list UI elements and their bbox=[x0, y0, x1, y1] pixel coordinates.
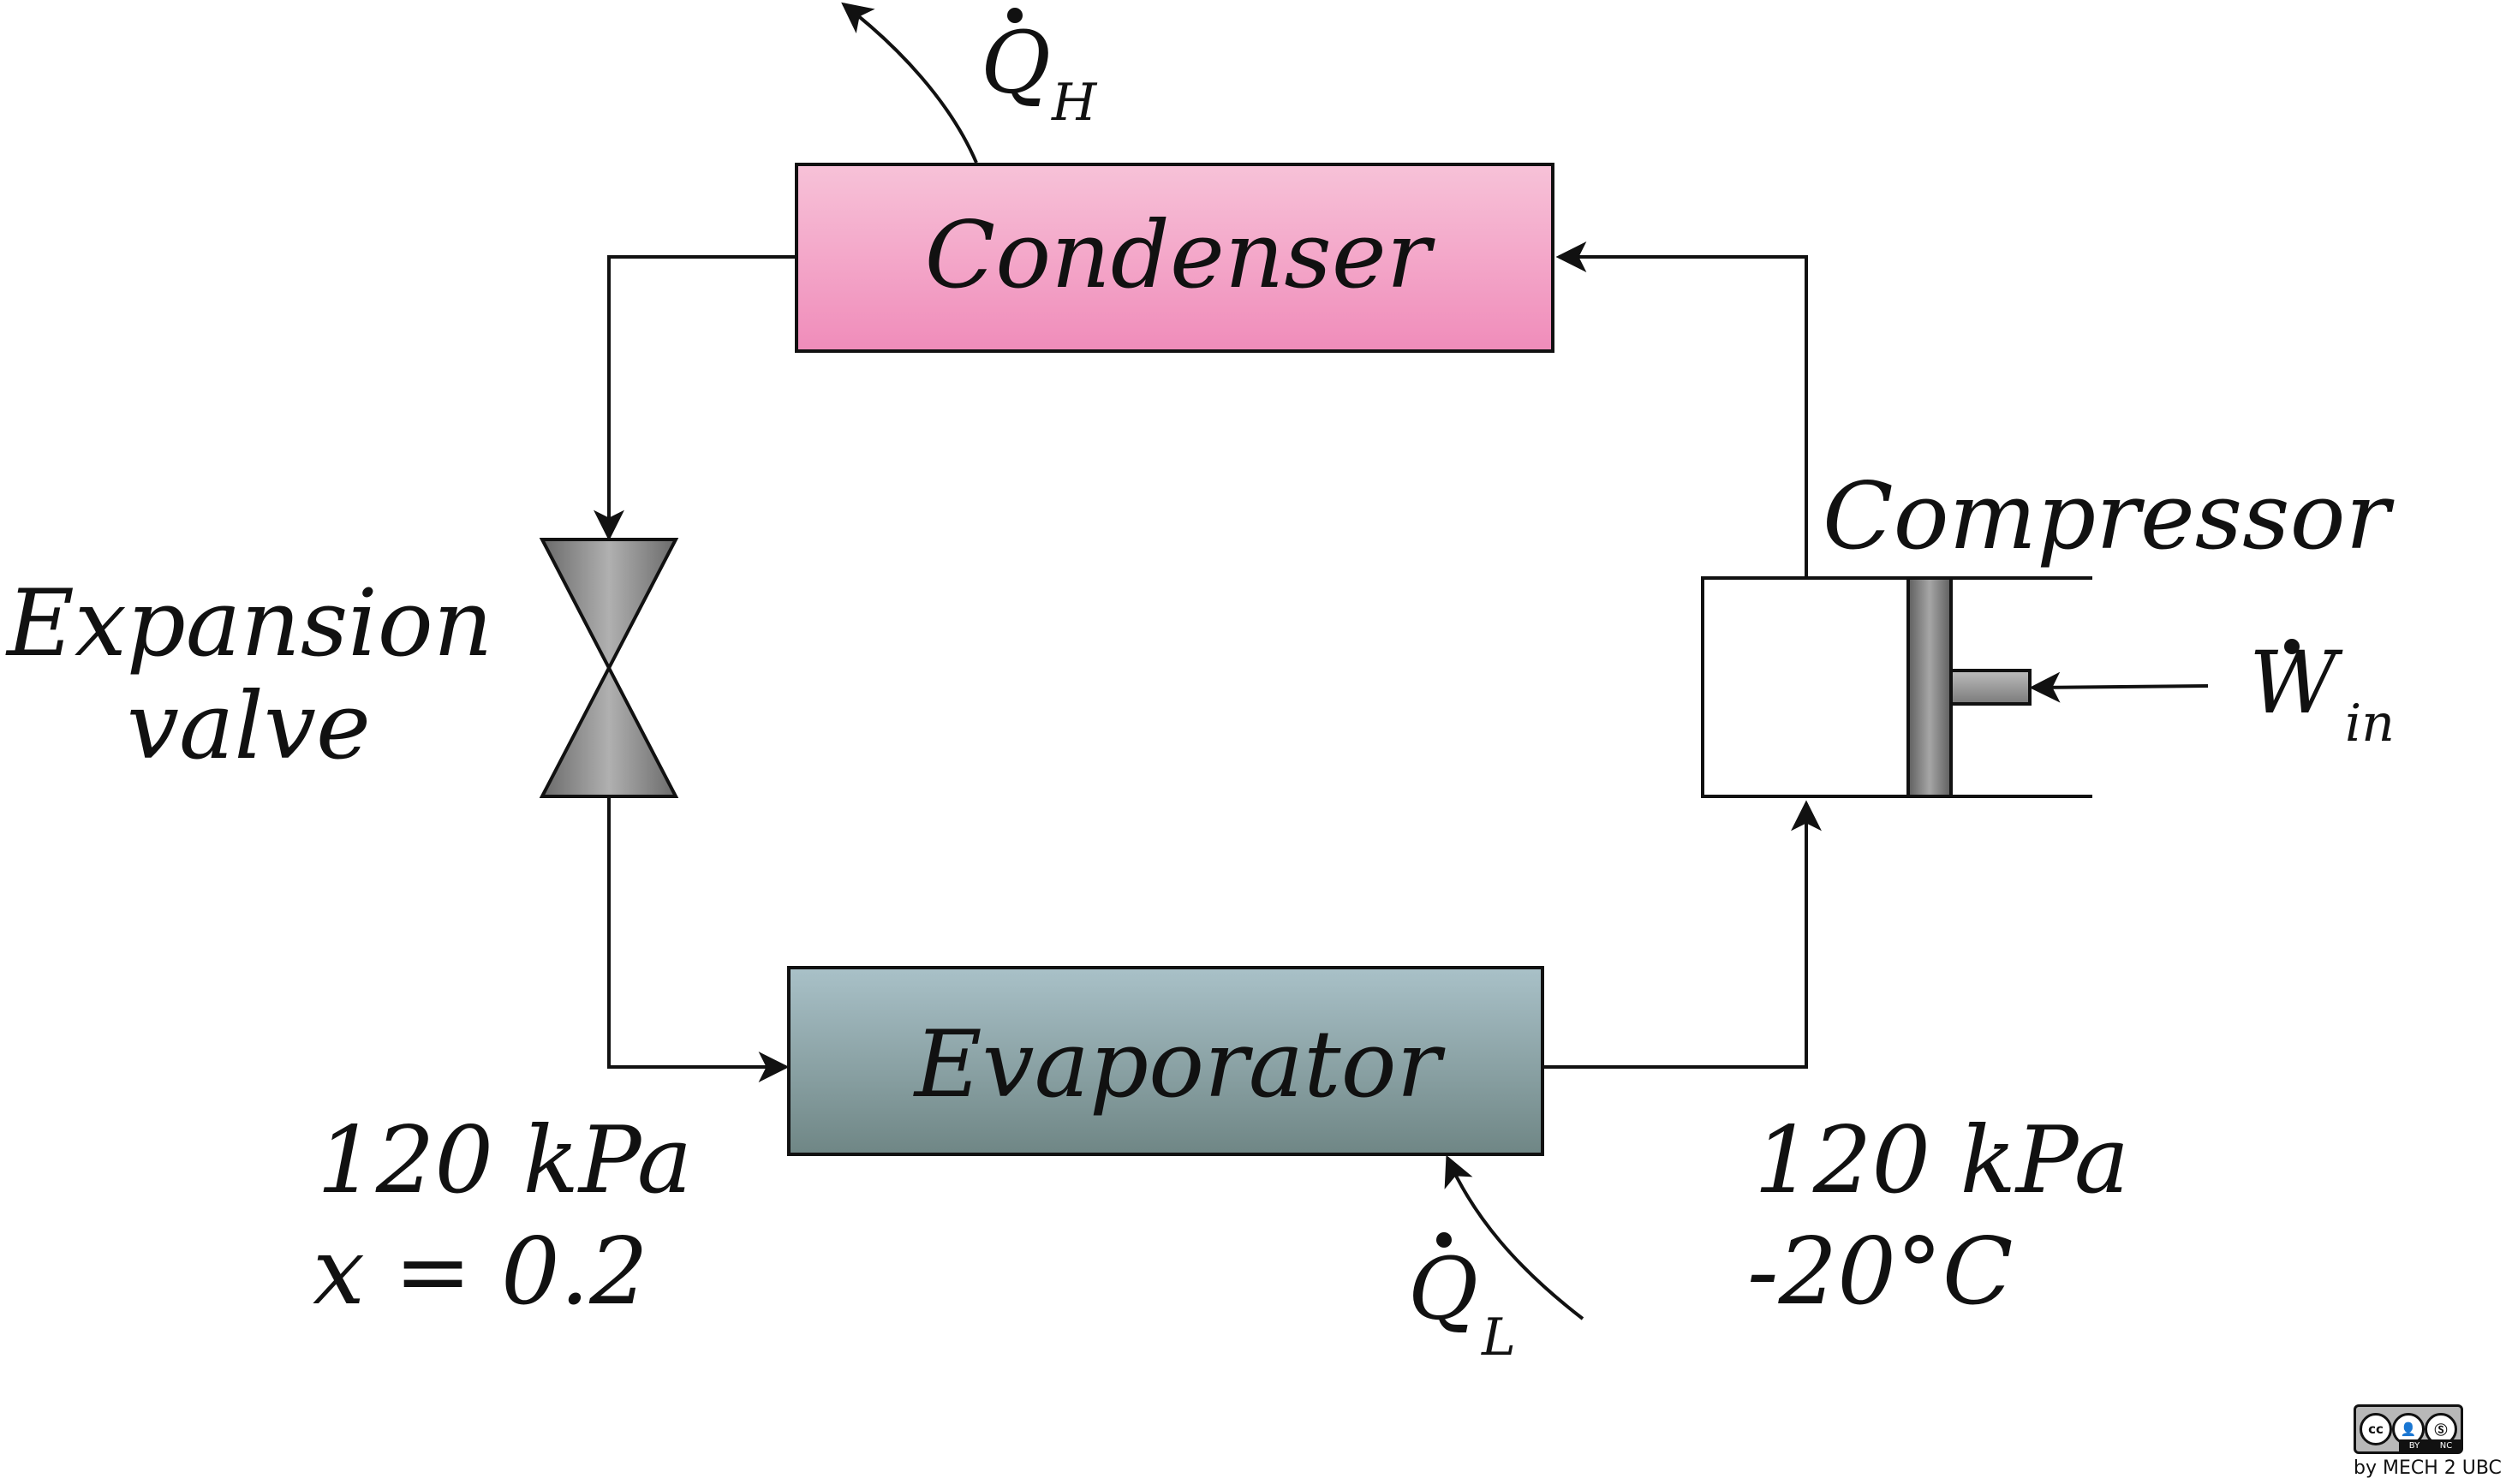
pipe-condenser-to-valve bbox=[594, 255, 795, 541]
badge-tags: BY NC bbox=[2399, 1439, 2462, 1451]
win-arrow bbox=[2029, 671, 2209, 703]
expansion-valve: Expansion valve bbox=[5, 538, 679, 798]
condenser: Condenser bbox=[795, 163, 1554, 353]
ql-arrow bbox=[1444, 1154, 1584, 1320]
license-text: by MECH 2 UBC bbox=[2354, 1457, 2502, 1479]
compressor-cylinder bbox=[1701, 576, 1910, 798]
pipe-evaporator-to-compressor bbox=[1543, 800, 1822, 1069]
pipe-valve-to-evaporator bbox=[607, 796, 790, 1082]
ql-symbol: Q bbox=[1408, 1239, 1478, 1339]
cc-icon: cc bbox=[2360, 1413, 2392, 1445]
compressor-label: Compressor bbox=[1823, 463, 2395, 570]
left-state-pressure: 120 kPa bbox=[317, 1107, 692, 1214]
ql-subscript: L bbox=[1481, 1308, 1516, 1368]
evaporator: Evaporator bbox=[787, 966, 1544, 1156]
right-state-temperature: -20°C bbox=[1747, 1219, 2014, 1326]
qh-symbol: Q bbox=[981, 13, 1051, 113]
evaporator-label: Evaporator bbox=[913, 1011, 1446, 1118]
badge-nc-text: NC bbox=[2439, 1440, 2453, 1451]
compressor-piston bbox=[1906, 576, 1953, 798]
ql-dot bbox=[1436, 1232, 1452, 1248]
win-dot bbox=[2284, 639, 2300, 654]
qh-subscript: H bbox=[1051, 73, 1098, 133]
compressor-piston-rod bbox=[1949, 669, 2032, 706]
expansion-valve-lower-triangle bbox=[539, 664, 679, 798]
right-state-pressure: 120 kPa bbox=[1754, 1107, 2129, 1214]
left-state-quality: x = 0.2 bbox=[313, 1219, 648, 1326]
condenser-label: Condenser bbox=[925, 202, 1435, 309]
license-badge: cc 👤 Ⓢ BY NC by MECH 2 UBC bbox=[2354, 1404, 2502, 1481]
condenser-box bbox=[795, 163, 1554, 353]
evaporator-box bbox=[787, 966, 1544, 1156]
pipe-compressor-to-condenser bbox=[1555, 241, 1808, 578]
win-symbol: W bbox=[2249, 633, 2343, 733]
win-label: W in bbox=[2249, 633, 2395, 754]
qh-arrow bbox=[841, 2, 978, 164]
cc-by-nc-badge: cc 👤 Ⓢ BY NC bbox=[2354, 1404, 2463, 1454]
expansion-valve-label-line1: Expansion bbox=[5, 570, 492, 677]
qh-label: Q H bbox=[981, 8, 1098, 133]
expansion-valve-upper-triangle bbox=[539, 538, 679, 672]
badge-by-text: BY bbox=[2408, 1440, 2420, 1451]
win-subscript: in bbox=[2345, 694, 2395, 754]
ql-label: Q L bbox=[1408, 1232, 1516, 1368]
qh-dot bbox=[1007, 8, 1023, 23]
expansion-valve-label-line2: valve bbox=[127, 673, 371, 780]
